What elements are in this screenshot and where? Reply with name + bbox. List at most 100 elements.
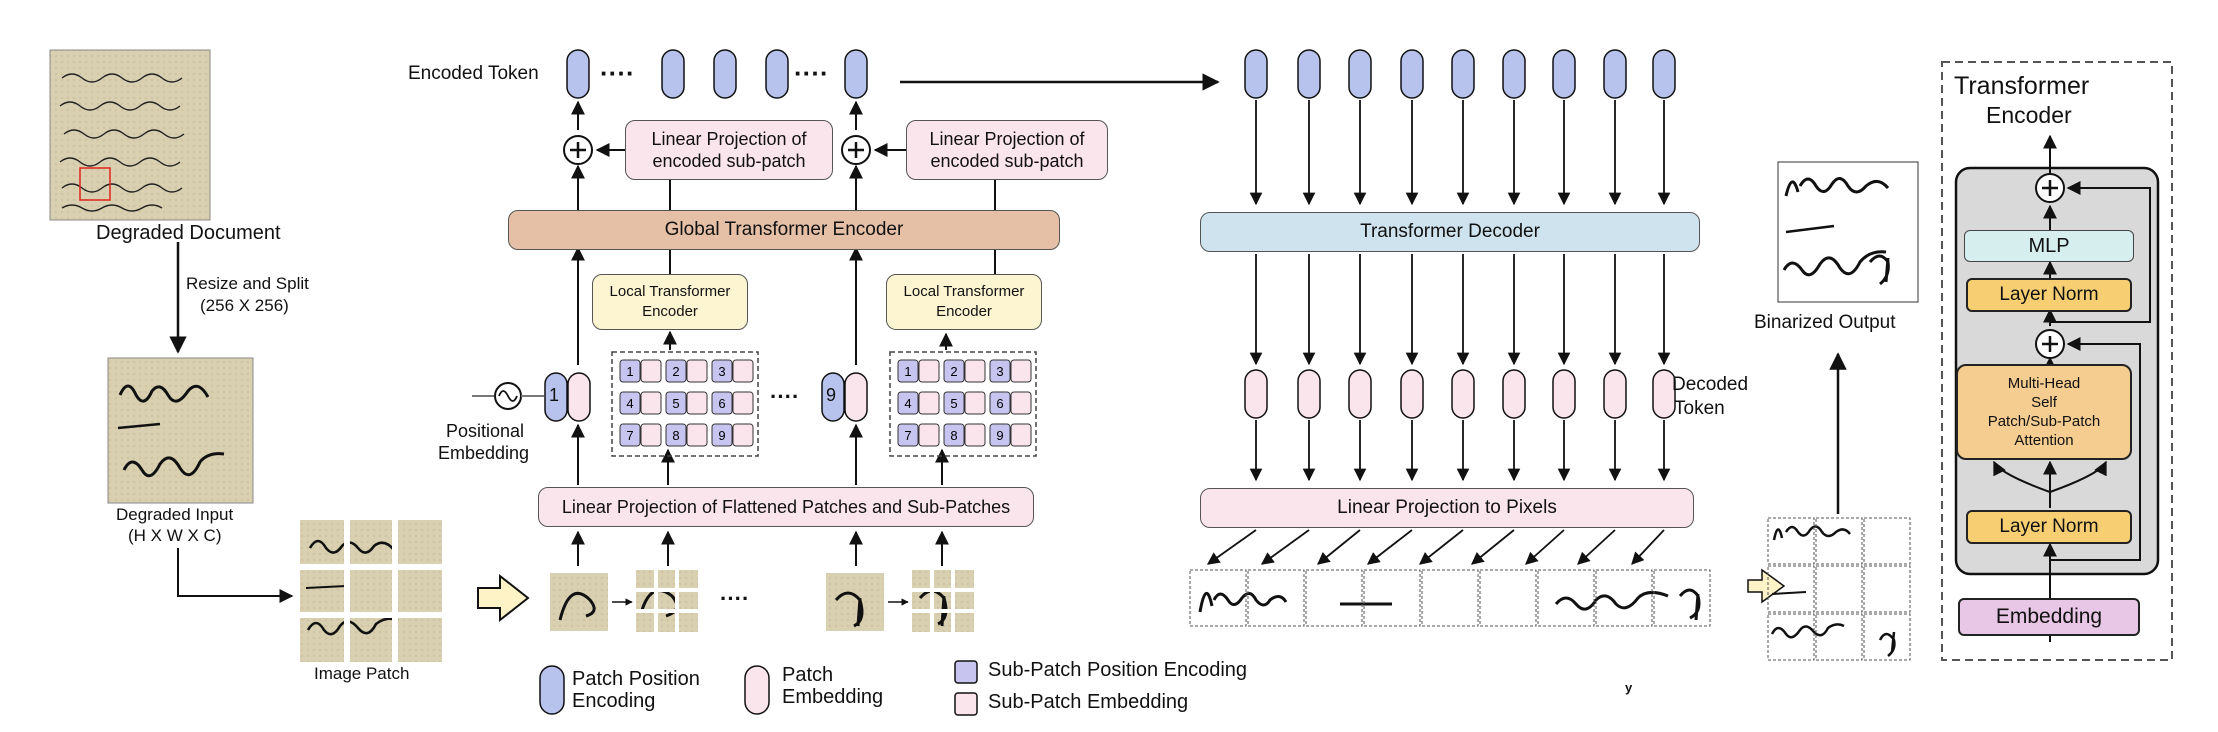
subpatch-grid-2 bbox=[889, 351, 1037, 457]
decoded-pixel-strips bbox=[1190, 570, 1701, 626]
decoder-input-token bbox=[1297, 49, 1321, 99]
positional-embedding-icon bbox=[472, 382, 544, 410]
legend-patch-position-line2: Encoding bbox=[572, 690, 656, 712]
local-encoder-line1: Local Transformer bbox=[609, 283, 731, 300]
output-patch-cell bbox=[1863, 565, 1911, 613]
token-ellipsis-1: ···· bbox=[600, 58, 635, 88]
subpatch-embedding-cell bbox=[686, 423, 708, 447]
subpatch-number: 3 bbox=[718, 364, 725, 379]
subpatch-position-cell bbox=[619, 391, 641, 415]
attention-line2: Self bbox=[2031, 394, 2057, 411]
degraded-document-image bbox=[49, 49, 211, 221]
subpatch-position-cell bbox=[897, 391, 919, 415]
subpatch-embedding-cell bbox=[1010, 423, 1032, 447]
legend-subpatch-position: Sub-Patch Position Encoding bbox=[988, 659, 1248, 681]
subpatch-embedding-cell bbox=[964, 391, 986, 415]
degraded-input-label-line1: Degraded Input bbox=[116, 505, 234, 524]
subpatch-position-cell bbox=[619, 423, 641, 447]
decoded-token bbox=[1603, 369, 1627, 419]
output-patch-cell bbox=[1767, 517, 1815, 565]
layer-norm-box-top: Layer Norm bbox=[1966, 278, 2132, 312]
patch-token-pairs bbox=[544, 372, 868, 422]
decoded-token bbox=[1297, 369, 1321, 419]
pixel-strip-cell bbox=[1653, 569, 1711, 627]
subpatch-grid-1 bbox=[611, 351, 759, 457]
subpatch-number: 1 bbox=[626, 364, 633, 379]
subpatch-position-cell bbox=[711, 391, 733, 415]
legend-patch-embedding-line1: Patch bbox=[782, 664, 834, 686]
flatten-projection-box: Linear Projection of Flattened Patches a… bbox=[538, 487, 1034, 527]
local-encoder-line1: Local Transformer bbox=[903, 283, 1025, 300]
patch-id-1: 1 bbox=[549, 385, 560, 405]
decoded-token bbox=[1348, 369, 1372, 419]
output-patch-cell bbox=[1863, 613, 1911, 661]
pixel-strip-cell bbox=[1363, 569, 1421, 627]
transformer-title-line1: Transformer bbox=[1954, 72, 2090, 100]
patch-sequence bbox=[550, 570, 974, 632]
local-transformer-encoder-2: Local Transformer Encoder bbox=[886, 274, 1042, 330]
subpatch-embedding-cell bbox=[918, 359, 940, 383]
subpatch-position-cell bbox=[989, 391, 1011, 415]
subpatch-projection-line1: Linear Projection of bbox=[929, 129, 1085, 149]
subpatch-position-cell bbox=[711, 423, 733, 447]
subpatch-embedding-cell bbox=[1010, 359, 1032, 383]
subpatch-position-cell bbox=[897, 423, 919, 447]
pixel-strip-cell bbox=[1247, 569, 1305, 627]
patch-up-arrows bbox=[571, 530, 949, 566]
subpatch-embedding-cell bbox=[686, 359, 708, 383]
decoder-input-token bbox=[1552, 49, 1576, 99]
decoder-input-token bbox=[1244, 49, 1268, 99]
subpatch-position-cell bbox=[665, 423, 687, 447]
subpatch-position-cell bbox=[619, 359, 641, 383]
binarized-output-label: Binarized Output bbox=[1754, 312, 1896, 333]
pixel-strip-cell bbox=[1421, 569, 1479, 627]
subpatch-projection-line2: encoded sub-patch bbox=[930, 151, 1084, 171]
subpatch-position-cell bbox=[665, 359, 687, 383]
linear-projection-pixels: Linear Projection to Pixels bbox=[1200, 488, 1694, 528]
pixel-strip-cell bbox=[1305, 569, 1363, 627]
attention-line1: Multi-Head bbox=[2007, 375, 2081, 392]
legend-patch-position-line1: Patch Position bbox=[572, 668, 700, 690]
subpatch-position-cell bbox=[711, 359, 733, 383]
output-patch-cell bbox=[1767, 613, 1815, 661]
legend-shapes bbox=[539, 660, 978, 716]
subpatch-number: 3 bbox=[996, 364, 1003, 379]
local-transformer-encoder-1: Local Transformer Encoder bbox=[592, 274, 748, 330]
subpatch-embedding-cell bbox=[918, 391, 940, 415]
transformer-add-circle-icon bbox=[2035, 173, 2065, 359]
subpatch-projection-box-1: Linear Projection of encoded sub-patch bbox=[625, 120, 833, 180]
subpatch-number: 8 bbox=[950, 428, 957, 443]
subpatch-embedding-cell bbox=[732, 391, 754, 415]
attention-line3: Patch/Sub-Patch bbox=[1987, 413, 2101, 430]
output-patch-grid bbox=[1770, 525, 1896, 657]
subpatch-position-cell bbox=[989, 423, 1011, 447]
output-patch-cell bbox=[1815, 613, 1863, 661]
subpatch-position-cell bbox=[989, 359, 1011, 383]
subpatch-position-cell bbox=[943, 391, 965, 415]
layer-norm-box-bottom: Layer Norm bbox=[1966, 510, 2132, 544]
sequence-ellipsis: ···· bbox=[720, 586, 750, 611]
pixel-strip-cell bbox=[1595, 569, 1653, 627]
decoder-input-token bbox=[1603, 49, 1627, 99]
transformer-title-line2: Encoder bbox=[1986, 102, 2072, 128]
subpatch-embedding-cell bbox=[640, 423, 662, 447]
subpatch-number: 4 bbox=[904, 396, 911, 411]
positional-label-line2: Embedding bbox=[438, 443, 530, 463]
subpatch-embedding-cell bbox=[732, 423, 754, 447]
subpatch-number: 9 bbox=[718, 428, 725, 443]
output-patch-cell bbox=[1815, 517, 1863, 565]
decoded-token bbox=[1502, 369, 1526, 419]
pixel-strip-cell bbox=[1537, 569, 1595, 627]
global-transformer-encoder: Global Transformer Encoder bbox=[508, 210, 1060, 250]
encoded-tokens bbox=[566, 49, 868, 99]
output-patch-cell bbox=[1815, 565, 1863, 613]
subpatch-projection-box-2: Linear Projection of encoded sub-patch bbox=[906, 120, 1108, 180]
output-patch-cell bbox=[1767, 565, 1815, 613]
subpatch-number: 6 bbox=[996, 396, 1003, 411]
local-encoder-line2: Encoder bbox=[642, 303, 698, 320]
local-encoder-line2: Encoder bbox=[936, 303, 992, 320]
degraded-document-label: Degraded Document bbox=[96, 222, 281, 244]
positional-label-line1: Positional bbox=[446, 421, 525, 441]
degraded-input-label-line2: (H X W X C) bbox=[128, 526, 222, 545]
subpatch-number: 8 bbox=[672, 428, 679, 443]
